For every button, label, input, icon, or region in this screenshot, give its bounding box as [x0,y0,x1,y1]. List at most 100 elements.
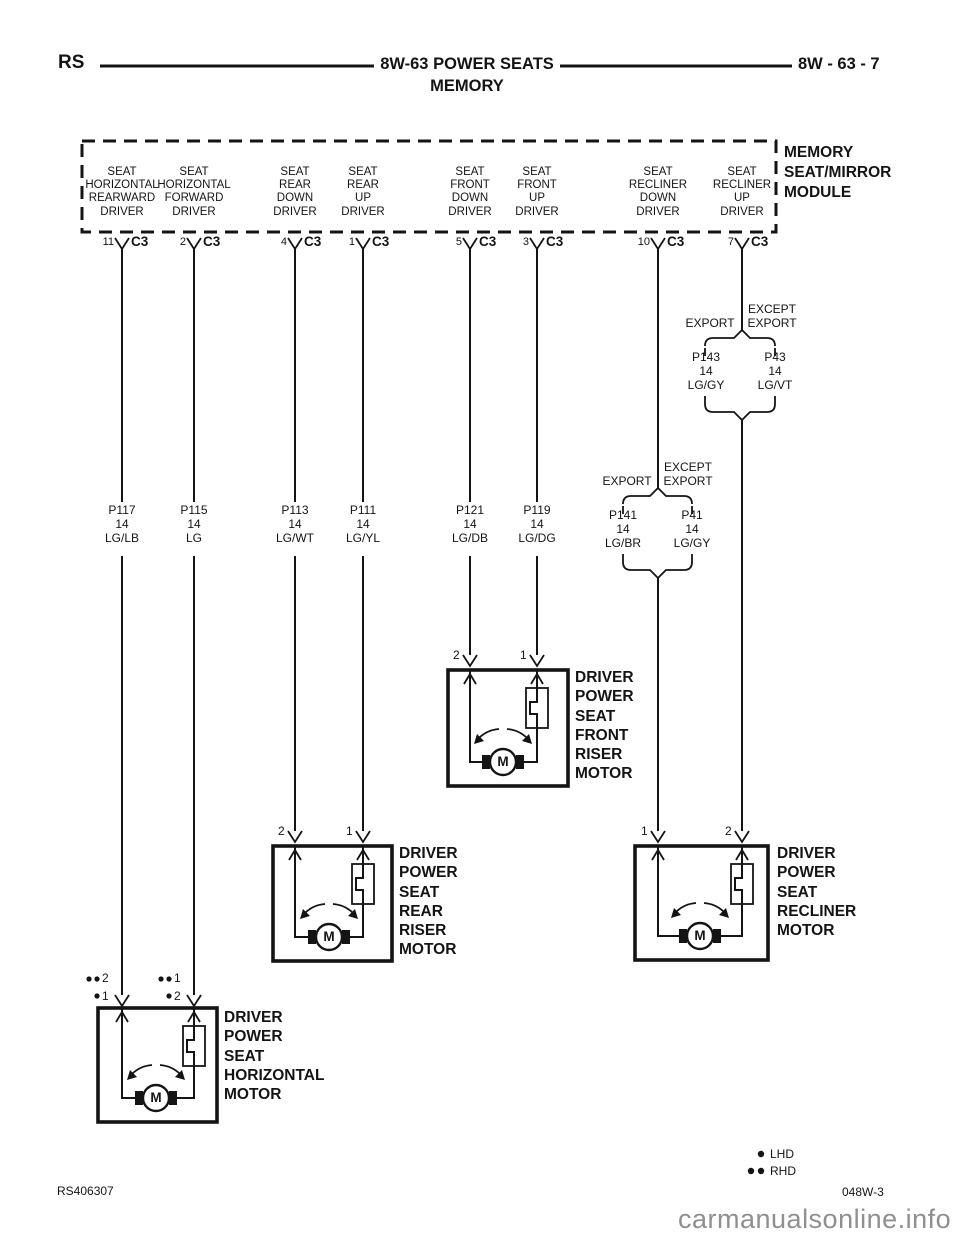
box-outline [96,1006,219,1124]
circuit-breaker-icon [525,687,549,729]
connector-id: C3 [203,234,221,249]
page-title: 8W-63 POWER SEATS [380,55,554,73]
internal-wires [294,846,364,938]
wires [121,249,743,995]
connector-fork-icon [462,654,545,668]
module-output-label: SEAT HORIZONTAL FORWARD DRIVER [157,166,231,218]
module-output-label: SEAT REAR UP DRIVER [341,166,385,218]
variant-label: EXPORT [685,316,735,330]
connector-fork-icon [287,830,371,844]
module-output-label: SEAT FRONT UP DRIVER [515,166,559,218]
legend-lhd: LHD [770,1147,795,1161]
motor-pin: 1 [641,824,648,838]
motor-box-rear-riser [271,830,394,963]
wire-label: P117 14 LG/LB [104,503,140,545]
header-left-code: RS [58,52,85,73]
motor-box-front-riser [446,654,570,788]
internal-wires [657,846,743,937]
module-output-label: SEAT HORIZONTAL REARWARD DRIVER [85,166,159,218]
rotation-arrows-icon [127,1064,185,1080]
export-branch-recliner-down [622,486,693,580]
box-outline [446,668,570,788]
variant-label: EXCEPT EXPORT [747,302,797,330]
legend-rhd: RHD [770,1164,796,1178]
circuit-breaker-icon [182,1025,206,1067]
variant-label: EXPORT [602,474,652,488]
internal-wires [121,1008,195,1099]
module-name: MEMORY SEAT/MIRROR MODULE [784,144,892,201]
motor-label: DRIVER POWER SEAT RECLINER MOTOR [777,845,857,940]
motor-pin: 1 [346,824,353,838]
module-box-outline [80,139,778,234]
connector-id: C3 [546,234,564,249]
merge-brace [622,561,693,580]
module-output-label: SEAT FRONT DOWN DRIVER [448,166,492,218]
motor-label: DRIVER POWER SEAT FRONT RISER MOTOR [575,669,634,783]
connector-pin: 5 [455,236,462,248]
wire-label: P143 14 LG/GY [687,350,725,392]
motor-icon [308,922,350,952]
connector-pin: 3 [522,236,529,248]
branch-ticks-top [704,348,776,356]
connector-id: C3 [479,234,497,249]
terminal-arrow-icon [288,848,370,861]
connector-pin: 11 [102,236,114,248]
connector-id: C3 [131,234,149,249]
lhd-dot-icon [757,1150,765,1158]
motor-symbol: M [323,929,335,944]
merge-brace [704,403,776,422]
connector-pin: 10 [637,236,650,248]
motor-symbol: M [497,754,509,769]
wire-label: P41 14 LG/GY [673,508,711,550]
motor-label: DRIVER POWER SEAT REAR RISER MOTOR [399,845,458,959]
connector-id: C3 [304,234,322,249]
motor-pin: 2 [278,824,285,838]
rhd-dot-icon [757,1167,765,1175]
terminal-arrow-icon [651,848,749,861]
circuit-breaker-icon [351,863,375,905]
connector-pin: 1 [348,236,355,248]
legend-dots [747,1150,765,1175]
box-outline [633,844,770,962]
motor-symbol: M [150,1090,162,1105]
connector-id: C3 [751,234,769,249]
connector-pin: 2 [179,236,186,248]
motor-pin: 1 [520,648,527,662]
module-output-label: SEAT RECLINER DOWN DRIVER [628,166,688,218]
motor-symbol: M [694,928,706,943]
connector-fork-icon [650,830,750,844]
motor-icon [482,747,524,777]
rotation-arrows-icon [300,903,358,919]
variant-label: EXCEPT EXPORT [663,460,713,488]
connector-fork-icon [114,994,202,1008]
wire-label: P141 14 LG/BR [604,508,642,550]
motor-icon [135,1083,177,1113]
motor-pin-lhd: 2 [174,989,181,1003]
rhd-dot-icon [747,1167,755,1175]
circuit-breaker-icon [730,863,754,905]
page-subtitle: MEMORY [430,77,504,95]
wire-label: P115 14 LG [180,503,208,545]
terminal-arrow-icon [115,1010,201,1023]
module-output-label: SEAT RECLINER UP DRIVER [712,166,772,218]
split-brace [622,486,693,505]
wire-label: P113 14 LG/WT [276,503,314,545]
connector-id: C3 [667,234,685,249]
motor-box-horizontal [86,976,219,1124]
motor-pin: 2 [725,824,732,838]
motor-pin-rhd: 1 [174,971,181,985]
module-output-label: SEAT REAR DOWN DRIVER [273,166,317,218]
wire-label: P121 14 LG/DB [451,503,489,545]
wire-label: P43 14 LG/VT [757,350,793,392]
connector-pin: 7 [727,236,734,248]
motor-icon [679,921,721,951]
footer-left-code: RS406307 [57,1184,114,1198]
motor-pin-lhd: 1 [102,989,109,1003]
page-number: 8W - 63 - 7 [798,55,880,73]
rotation-arrows-icon [671,902,729,918]
footer-right-code: 048W-3 [842,1185,884,1199]
motor-box-recliner [633,830,770,962]
internal-wires [469,670,538,763]
